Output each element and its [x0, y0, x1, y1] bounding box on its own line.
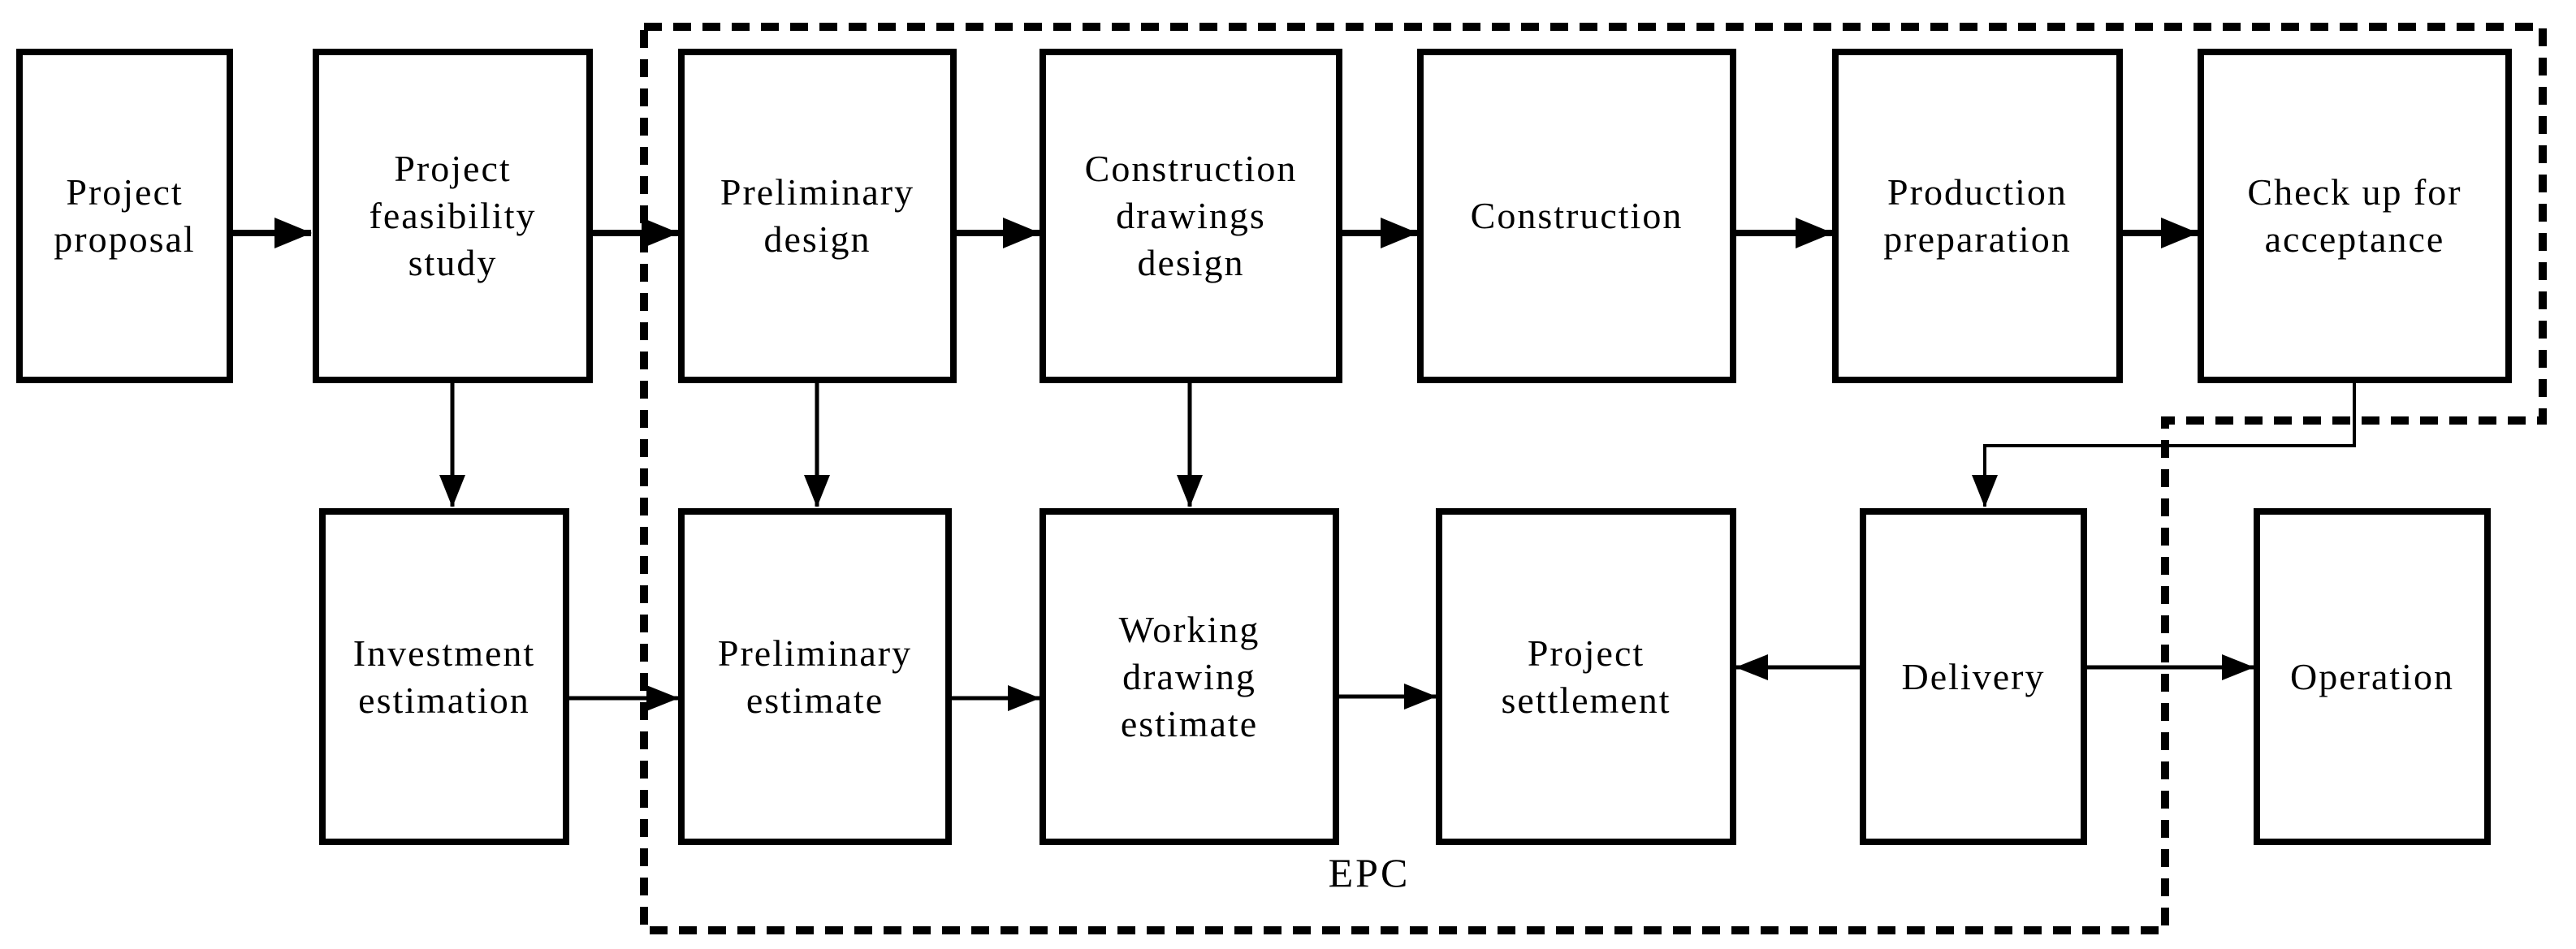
node-working-drawing-estimate-label: Working drawing estimate	[1118, 608, 1260, 744]
node-check-up-for-acceptance-label: Check up for acceptance	[2247, 171, 2462, 260]
node-production-preparation: Production preparation	[1832, 49, 2123, 383]
node-check-up-for-acceptance: Check up for acceptance	[2198, 49, 2512, 383]
node-delivery: Delivery	[1860, 508, 2087, 845]
node-preliminary-estimate-label: Preliminary estimate	[717, 632, 913, 721]
node-project-feasibility-study: Project feasibility study	[313, 49, 593, 383]
node-construction-drawings-design-label: Construction drawings design	[1084, 148, 1298, 283]
node-investment-estimation-label: Investment estimation	[352, 632, 536, 721]
node-preliminary-design: Preliminary design	[678, 49, 957, 383]
arrow-check-up-to-delivery	[1972, 383, 2356, 507]
node-construction: Construction	[1417, 49, 1736, 383]
node-operation: Operation	[2254, 508, 2491, 845]
node-delivery-label: Delivery	[1901, 655, 2046, 697]
node-project-settlement: Project settlement	[1436, 508, 1736, 845]
node-preliminary-estimate: Preliminary estimate	[678, 508, 952, 845]
node-preliminary-design-label: Preliminary design	[720, 171, 915, 260]
node-construction-label: Construction	[1470, 195, 1683, 236]
node-project-proposal-label: Project proposal	[54, 171, 196, 260]
node-construction-drawings-design: Construction drawings design	[1039, 49, 1342, 383]
node-project-settlement-label: Project settlement	[1501, 632, 1671, 721]
node-investment-estimation: Investment estimation	[319, 508, 569, 845]
node-project-feasibility-study-label: Project feasibility study	[369, 148, 537, 283]
node-project-proposal: Project proposal	[16, 49, 233, 383]
node-working-drawing-estimate: Working drawing estimate	[1039, 508, 1339, 845]
node-production-preparation-label: Production preparation	[1883, 171, 2072, 260]
epc-dashed-border	[640, 23, 2547, 934]
node-operation-label: Operation	[2290, 655, 2454, 697]
epc-region-label: EPC	[1328, 850, 1411, 895]
